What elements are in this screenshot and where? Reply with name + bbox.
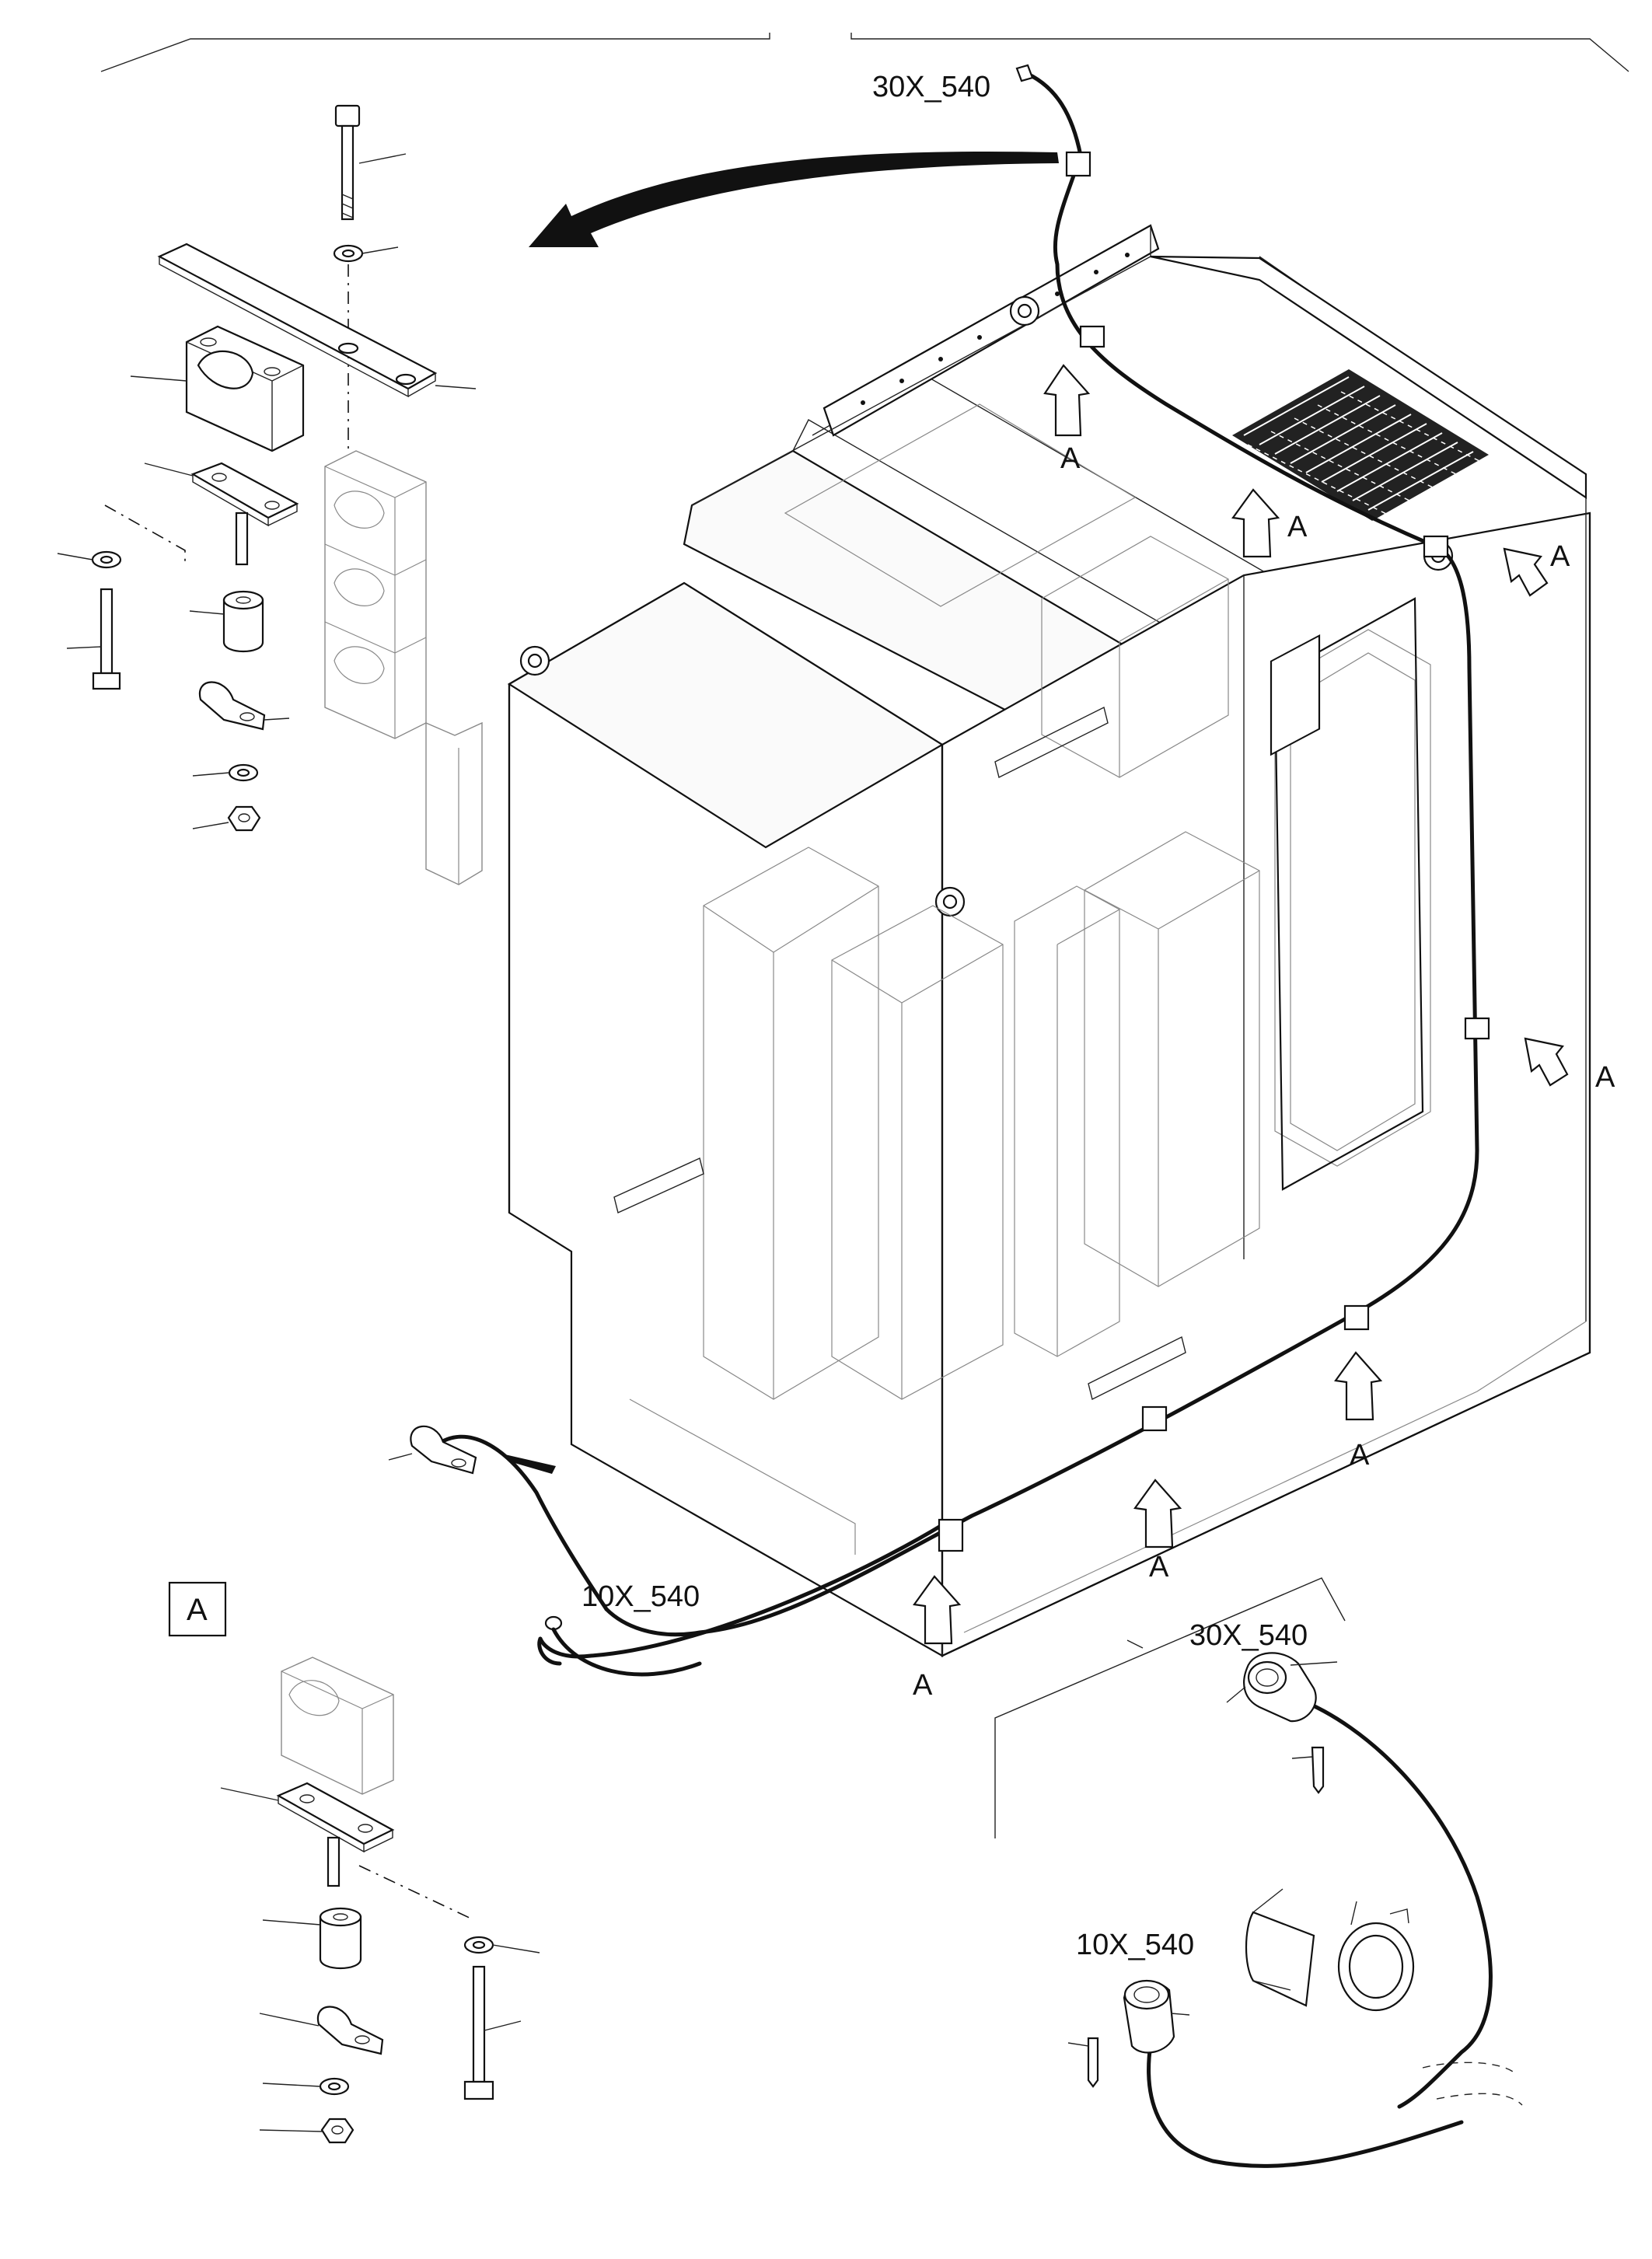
arrow-a-label-5: A xyxy=(1350,1439,1370,1472)
bolt-part-2 xyxy=(66,588,121,690)
heat-sink-grid xyxy=(1232,369,1489,521)
connector-label-30x-top: 30X_540 xyxy=(872,71,990,103)
detail-connector-label-10x: 10X_540 xyxy=(1076,1929,1194,1961)
cable-clip-part xyxy=(198,681,290,731)
nut-part xyxy=(192,805,261,832)
detail-view-a-marker: A xyxy=(168,1581,227,1637)
cable-harness xyxy=(433,64,1490,1677)
clamp-block-part xyxy=(130,325,305,452)
arrow-a-label-1: A xyxy=(1060,442,1081,475)
view-arrow-2: A xyxy=(1231,488,1308,558)
view-arrow-6: A xyxy=(1133,1479,1182,1583)
flat-plate-part xyxy=(157,243,477,398)
connector-label-10x-left: 10X_540 xyxy=(582,1580,700,1613)
detail-connector-label-30x: 30X_540 xyxy=(1189,1619,1308,1652)
spacer-part xyxy=(189,590,264,653)
frame-top-border xyxy=(100,33,1629,72)
view-arrow-7: A xyxy=(913,1575,962,1702)
cable-clip-exploded xyxy=(388,1425,477,1475)
cable-clips xyxy=(938,151,1490,1552)
detail-clamp-ring xyxy=(1337,1901,1415,2012)
detail-cable-assembly: 30X_540 10X_540 xyxy=(994,1577,1523,2168)
view-arrow-1: A xyxy=(1043,364,1091,475)
detail-connector-30x xyxy=(1226,1652,1338,1723)
view-box-label: A xyxy=(187,1593,208,1627)
view-arrow-4: A xyxy=(1524,1037,1615,1094)
connector-10x-bottom xyxy=(544,1615,702,1677)
detail-connector-10x xyxy=(1123,1979,1190,2054)
washer-part-3 xyxy=(57,550,122,569)
view-arrow-3: A xyxy=(1503,540,1570,597)
detail-a-parts xyxy=(220,1657,540,2144)
arrow-a-label-2: A xyxy=(1287,511,1308,543)
curved-direction-arrow xyxy=(529,151,1059,247)
detail-pin-1 xyxy=(1291,1746,1325,1794)
bracket-plate-part xyxy=(144,462,299,566)
view-arrows-a: A A A A A A A xyxy=(913,364,1615,1702)
main-cabinet xyxy=(507,224,1591,1657)
internal-modules xyxy=(703,403,1431,1400)
connector-30x-top xyxy=(1015,64,1034,82)
detail-pin-2 xyxy=(1067,2037,1099,2088)
bolt-part xyxy=(334,104,407,221)
view-arrow-5: A xyxy=(1334,1351,1383,1472)
arrow-a-label-3: A xyxy=(1550,540,1570,573)
arrow-a-label-7: A xyxy=(913,1669,933,1702)
parts-exploded-top-left xyxy=(57,104,477,832)
direction-arrow-bottom xyxy=(501,1454,556,1474)
pin-strips xyxy=(613,706,1186,1401)
arrow-a-label-4: A xyxy=(1595,1061,1615,1094)
washer-part xyxy=(333,244,399,263)
washer-part-2 xyxy=(192,763,259,782)
detail-heatshrink xyxy=(1245,1888,1315,2007)
arrow-a-label-6: A xyxy=(1149,1551,1169,1583)
side-door-frame xyxy=(1270,597,1424,1191)
ghost-clamp-stack xyxy=(324,450,483,885)
